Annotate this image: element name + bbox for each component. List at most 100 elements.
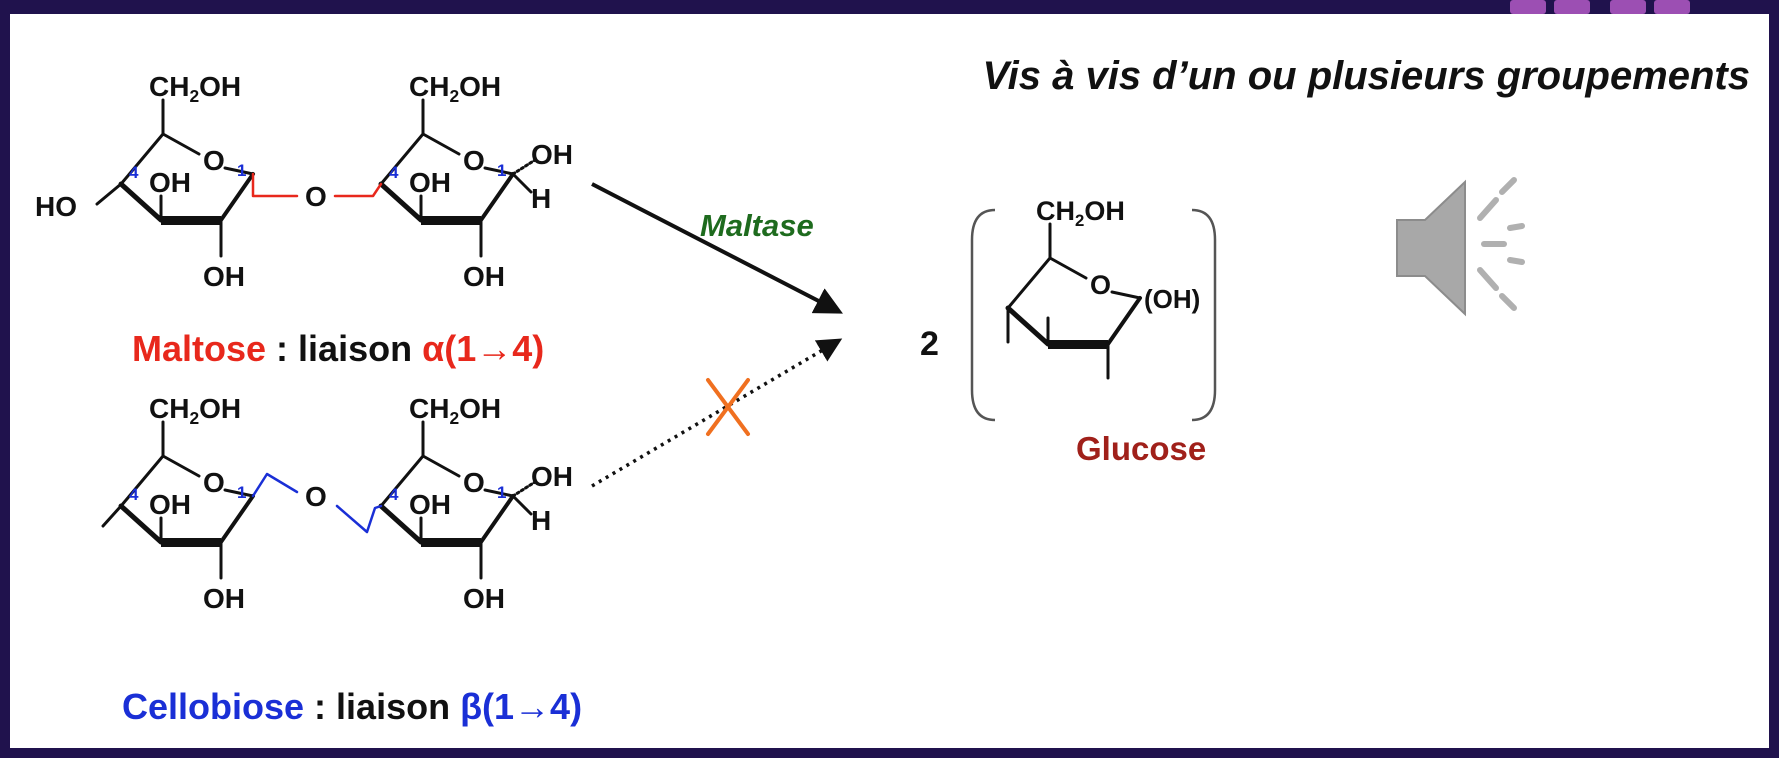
bond-line [479,494,515,544]
bond-line [378,181,424,223]
ch2oh-group: CH2OH [409,71,501,106]
speaker-icon[interactable] [1396,177,1525,317]
carbon-1-label: 1 [237,161,246,180]
cellobiose-caption: Cellobiose : liaison β(1→4) [122,686,582,728]
anomeric-hydrogen: H [531,183,551,214]
alpha-glycosidic-bond [251,172,299,198]
glucose-anomeric-group: (OH) [1144,284,1200,314]
ring-oxygen: O [203,145,225,176]
c3-hydroxyl: OH [149,489,191,520]
right-bracket [1191,208,1217,422]
bond-line [483,488,515,498]
bond-line [161,132,201,156]
bond-line [511,494,533,516]
carbon-4-label: 4 [129,163,139,182]
carbon-1-label: 1 [497,161,506,180]
maltose-ring-1: CH2OH O OH OH 4 1HO [35,71,255,292]
ch2oh-group: CH2OH [149,393,241,428]
ring-oxygen: O [463,467,485,498]
bond-line [1106,296,1142,346]
hydrolysis-arrow [591,182,843,314]
ring-oxygen: O [1090,270,1111,300]
c3-hydroxyl: OH [409,489,451,520]
bond-line [378,503,424,545]
maltose-bond: α(1→4) [422,328,545,369]
maltose-link-text: : liaison [266,328,423,369]
glucose-ring: CH2OH O (OH) [1005,196,1200,380]
bond-line [118,503,164,545]
bond-line [1048,256,1088,280]
bond-line [95,182,123,206]
cellobiose-bond: β(1→4) [460,686,583,727]
bond-line [101,504,123,528]
c2-hydroxyl: OH [203,583,245,614]
alpha-glycosidic-bond [333,182,383,198]
slide: Vis à vis d’un ou plusieurs groupements … [10,14,1769,748]
product-coefficient: 2 [920,325,939,363]
ch2oh-group: CH2OH [409,393,501,428]
cellobiose-ring-1: CH2OH O OH OH 4 1 [101,393,255,614]
glycosidic-oxygen: O [305,181,327,212]
bond-line [219,172,255,222]
cross-mark-icon [706,378,750,436]
ring-oxygen: O [463,145,485,176]
c4-hydroxyl: HO [35,191,77,222]
bond-line [119,132,165,186]
front-bond [1048,340,1108,349]
front-bond [421,216,481,225]
bond-line [421,132,461,156]
bond-line [483,166,515,176]
maltase-label: Maltase [700,208,814,243]
carbon-4-label: 4 [389,485,399,504]
frame-decoration [1510,0,1690,14]
beta-glycosidic-bond [335,504,383,534]
ring-oxygen: O [203,467,225,498]
anomeric-hydroxyl: OH [531,139,573,170]
maltose-name: Maltose [132,328,267,369]
beta-glycosidic-bond [251,472,299,498]
c2-hydroxyl: OH [203,261,245,292]
bond-line [421,454,461,478]
bond-line [223,166,255,176]
c3-hydroxyl: OH [149,167,191,198]
left-bracket [970,208,996,422]
c2-hydroxyl: OH [463,583,505,614]
c3-hydroxyl: OH [409,167,451,198]
ch2oh-group: CH2OH [1036,196,1125,230]
bond-line [161,454,201,478]
carbon-1-label: 1 [237,483,246,502]
bond-line [118,181,164,223]
bond-line [219,494,255,544]
bond-line [1006,256,1052,310]
glycosidic-oxygen: O [305,481,327,512]
cellobiose-name: Cellobiose [122,686,305,727]
front-bond [161,216,221,225]
cellobiose-link-text: : liaison [304,686,461,727]
anomeric-oh-bond [511,480,537,498]
bond-line [1110,290,1142,300]
front-bond [161,538,221,547]
anomeric-oh-bond [511,158,537,176]
carbon-4-label: 4 [389,163,399,182]
bond-line [223,488,255,498]
carbon-4-label: 4 [129,485,139,504]
maltose-caption: Maltose : liaison α(1→4) [132,328,544,370]
ch2oh-group: CH2OH [149,71,241,106]
bond-line [379,454,425,508]
bond-line [511,172,533,194]
bond-line [479,172,515,222]
c2-hydroxyl: OH [463,261,505,292]
bond-line [119,454,165,508]
blocked-arrow [591,338,843,488]
bond-line [379,132,425,186]
carbon-1-label: 1 [497,483,506,502]
anomeric-hydroxyl: OH [531,461,573,492]
front-bond [421,538,481,547]
slide-heading: Vis à vis d’un ou plusieurs groupements [982,54,1750,98]
bond-line [1005,305,1051,347]
